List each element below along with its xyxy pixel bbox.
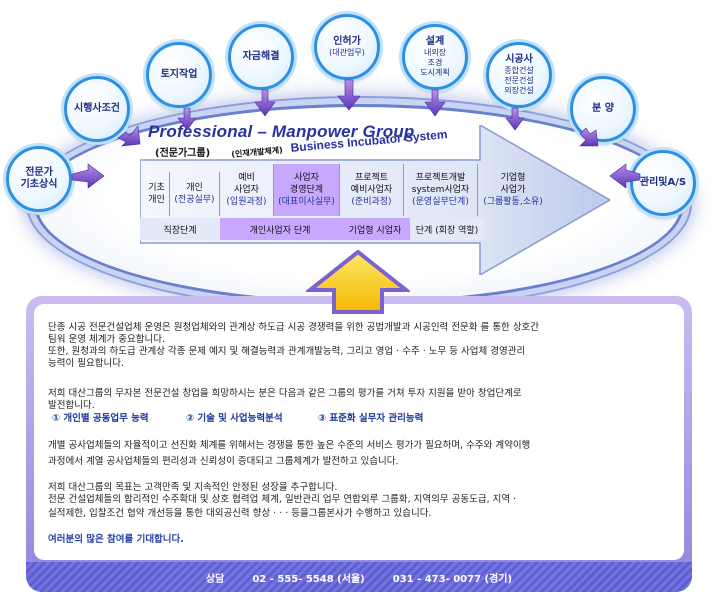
stage-pre-business-l3: (입원과정) <box>226 197 267 207</box>
para4-line3: 실적제한, 입찰조건 협약 개선등을 통한 대외공신력 향상 · · · 등을그… <box>48 508 432 519</box>
contact-label: 상담 <box>205 573 225 585</box>
group-title: Professional – Manpower Group <box>148 122 415 141</box>
stage-individual: 개인 (전공실무) <box>170 172 220 216</box>
stage-project-system: 프로젝트개발 system사업자 (운영실무단계) <box>404 164 478 216</box>
phase-employee: 직장단계 <box>140 218 220 240</box>
para3-line1: 개별 공사업체들의 자율적이고 선진화 체계를 위해서는 경쟁을 통한 높은 수… <box>48 440 531 451</box>
bubble-design-sub3: 도시계획 <box>420 68 450 77</box>
arrow-funding <box>254 89 276 117</box>
stage-basic-l2: 개인 <box>148 195 165 205</box>
phase-individual-business: 개인사업자 단계 <box>220 218 340 240</box>
bubble-expert-basics-label: 전문가 <box>25 167 53 178</box>
arrow-sales <box>579 127 599 147</box>
bubble-permits-label: 인허가 <box>333 36 361 47</box>
stage-enterprise-l3: (그룹활동,소유) <box>483 197 543 207</box>
bubble-developer-conditions-label: 시행사조건 <box>74 103 120 114</box>
bubble-design-sub1: 내외장 <box>423 48 447 57</box>
stage-basic-l1: 기초 <box>148 183 165 193</box>
bubble-sales: 분 양 <box>570 76 636 142</box>
para4-line1: 저희 대산그룹의 목표는 고객만족 및 지속적인 안정된 성장을 추구합니다. <box>48 482 338 493</box>
bubble-sales-label: 분 양 <box>592 103 614 114</box>
stage-pre-business-l2: 사업자 <box>234 185 259 195</box>
arrow-expert <box>71 163 105 189</box>
stage-project-pre-l2: 예비사업자 <box>350 185 393 195</box>
para2-line2: 발전합니다. <box>48 400 95 411</box>
para1-line2: 팀워 운영 체계가 중요합니다. <box>48 334 165 345</box>
bubble-design-sub2: 조경 <box>427 58 443 67</box>
stage-project-pre-l3: (준비과정) <box>351 197 392 207</box>
content-panel-inner <box>34 304 684 560</box>
bubble-expert-basics-label2: 기초상식 <box>20 179 58 190</box>
criteria-1: ① 개인별 공동업무 능력 <box>52 413 149 424</box>
connector-arrows <box>71 79 641 189</box>
phase-chairman: 단계 (회장 역할) <box>410 218 484 240</box>
criteria-3: ③ 표준화 실무자 관리능력 <box>318 413 424 424</box>
stage-enterprise-l1: 기업형 <box>500 173 526 183</box>
para1-line4: 능력이 필요합니다. <box>48 358 124 369</box>
arrow-maintenance <box>609 163 641 189</box>
bubble-maintenance-label: 관리및A/S <box>639 177 687 188</box>
arrow-developer <box>117 125 141 147</box>
bubble-permits-sub: (대관업무) <box>329 48 365 57</box>
bubble-design: 설계 내외장 조경 도시계획 <box>402 24 468 90</box>
bubble-permits: 인허가 (대관업무) <box>314 14 380 80</box>
contact-bar: 상담 02 - 555- 5548 (서울) 031 - 473- 0077 (… <box>26 562 692 592</box>
para4-line2: 전문 건설업체들의 합리적인 수주확대 및 상호 협력업 체계, 일반관리 업무… <box>48 494 517 505</box>
bubble-maintenance: 관리및A/S <box>630 150 696 216</box>
arrow-builder <box>505 107 525 131</box>
para3-line2: 과정에서 계열 공사업체들의 편리성과 신뢰성이 증대되고 그룹체계가 발전하고… <box>48 456 399 467</box>
stage-business-management-l3: (대표이사실무) <box>278 197 335 207</box>
stage-business-management-l2: 경영단계 <box>289 185 324 195</box>
arrow-land <box>177 107 197 131</box>
stage-project-pre-l1: 프로젝트 <box>354 173 389 183</box>
up-arrow <box>306 250 410 314</box>
phone-gyeonggi[interactable]: 031 - 473- 0077 (경기) <box>392 573 513 585</box>
bubble-builder-label: 시공사 <box>505 54 533 65</box>
bubble-builder-sub1: 종합건설 <box>504 66 534 75</box>
stage-individual-l1: 개인 <box>186 183 203 193</box>
stage-pre-business-l1: 예비 <box>238 173 255 183</box>
group-subtitle: (전문가그룹) <box>155 148 211 159</box>
para2-line1: 저희 대산그룹의 무자본 전문건설 창업을 희망하시는 분은 다음과 같은 그룹… <box>48 388 522 399</box>
bubble-builder-sub3: 외장건설 <box>504 86 534 95</box>
criteria-2: ② 기술 및 사업능력분석 <box>186 413 283 424</box>
bubble-developer-conditions: 시행사조건 <box>64 76 130 142</box>
content-panel <box>26 296 692 592</box>
bubble-funding-label: 자금해결 <box>242 51 280 62</box>
phone-seoul[interactable]: 02 - 555- 5548 (서울) <box>252 573 365 585</box>
stage-individual-l2: (전공실무) <box>174 195 215 205</box>
stage-project-system-l2: system사업자 <box>411 185 470 195</box>
arrow-design <box>424 89 446 117</box>
para1-line1: 단종 시공 전문건설업체 운영은 원청업체와의 관계상 하도급 시공 경쟁력을 … <box>48 322 540 333</box>
phase-enterprise-business: 기업형 시업자 <box>340 218 410 240</box>
stage-enterprise-l2: 사업가 <box>500 185 526 195</box>
bubble-design-label: 설계 <box>425 36 445 47</box>
stage-project-system-l3: (운영실무단계) <box>412 197 469 207</box>
bubble-expert-basics: 전문가 기초상식 <box>6 146 72 212</box>
bubble-land-work: 토지작업 <box>146 42 212 108</box>
bubble-funding: 자금해결 <box>228 24 294 90</box>
closing-line: 여러분의 많은 참여를 기대합니다. <box>48 534 184 545</box>
para1-line3: 또한, 원청과의 하도급 관계상 각종 문제 예지 및 해결능력과 관계개발능력… <box>48 346 526 357</box>
stage-business-management-l1: 사업자 <box>294 173 319 183</box>
arrow-permits <box>337 79 361 111</box>
bubble-builder-sub2: 전문건설 <box>504 76 534 85</box>
bubble-builder: 시공사 종합건설 전문건설 외장건설 <box>486 42 552 108</box>
bubble-land-work-label: 토지작업 <box>160 69 198 80</box>
stage-project-system-l1: 프로젝트개발 <box>415 173 466 183</box>
